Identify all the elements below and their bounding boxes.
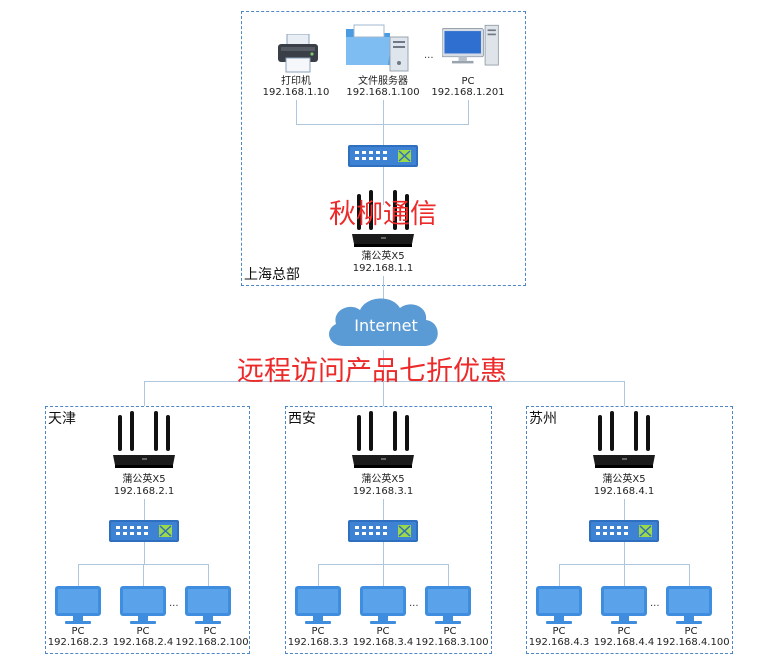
hq-router-name: 蒲公英X5 (361, 251, 405, 262)
device-ip-file-server: 192.168.1.100 (346, 87, 420, 98)
pc-ip: 192.168.3.100 (415, 637, 489, 648)
pc-ellipsis: ... (169, 598, 179, 609)
branch-router-name: 蒲公英X5 (361, 474, 405, 485)
file-server-icon (344, 18, 414, 74)
branch-label-suzhou: 苏州 (529, 411, 557, 427)
internet-cloud-icon (329, 298, 438, 346)
pc-ip: 192.168.4.3 (528, 637, 590, 648)
pc-ip: 192.168.3.4 (352, 637, 414, 648)
monitor-icon (601, 586, 647, 626)
hq-router-ip: 192.168.1.1 (352, 263, 414, 274)
monitor-icon (666, 586, 712, 626)
router-to-switch-line (624, 499, 625, 520)
pc-ellipsis: ... (650, 598, 660, 609)
pc-ip: 192.168.2.100 (175, 637, 249, 648)
switch-icon (348, 145, 418, 167)
router-to-switch-line (144, 499, 145, 520)
pc-name: PC (136, 626, 150, 637)
hq-switch-to-router (383, 167, 384, 205)
hq-device-line-2 (383, 100, 384, 124)
pc-drop-line (448, 564, 449, 586)
pc-name: PC (376, 626, 390, 637)
trunk-drop-xian (383, 381, 384, 406)
monitor-icon (185, 586, 231, 626)
pc-name: PC (311, 626, 325, 637)
pc-drop-line (383, 564, 384, 586)
monitor-icon (120, 586, 166, 626)
trunk-drop-tianjin (144, 381, 145, 406)
device-ip-pc: 192.168.1.201 (431, 87, 505, 98)
branch-box-xian (285, 406, 492, 654)
router-icon (591, 411, 657, 471)
device-ip-printer: 192.168.1.10 (262, 87, 330, 98)
switch-icon (589, 520, 659, 542)
hq-device-line-3 (468, 100, 469, 124)
hq-to-internet-line (383, 276, 384, 300)
branch-router-name: 蒲公英X5 (602, 474, 646, 485)
pc-drop-line (689, 564, 690, 586)
pc-drop-line (78, 564, 79, 586)
monitor-icon (295, 586, 341, 626)
branch-box-tianjin (45, 406, 250, 654)
branch-router-name: 蒲公英X5 (122, 474, 166, 485)
switch-down-line (383, 542, 384, 564)
pc-ip: 192.168.4.100 (656, 637, 730, 648)
pc-drop-line (208, 564, 209, 586)
watermark-middle: 远程访问产品七折优惠 (237, 356, 507, 387)
branch-router-ip: 192.168.3.1 (352, 486, 414, 497)
monitor-icon (55, 586, 101, 626)
pc-ip: 192.168.4.4 (593, 637, 655, 648)
pc-drop-line (143, 564, 144, 586)
device-name-printer: 打印机 (281, 76, 311, 87)
switch-icon (109, 520, 179, 542)
printer-icon (276, 34, 320, 74)
hq-bus-to-switch (383, 124, 384, 145)
pc-drop-line (318, 564, 319, 586)
pc-name: PC (443, 626, 457, 637)
pc-name: PC (552, 626, 566, 637)
hq-device-line-1 (296, 100, 297, 124)
pc-name: PC (71, 626, 85, 637)
branch-label-xian: 西安 (288, 411, 316, 427)
hq-device-ellipsis: ... (424, 50, 434, 61)
branch-label-tianjin: 天津 (48, 411, 76, 427)
watermark-top: 秋柳通信 (329, 199, 437, 230)
pc-ip: 192.168.2.4 (112, 637, 174, 648)
trunk-drop-suzhou (624, 381, 625, 406)
pc-drop-line (559, 564, 560, 586)
pc-name: PC (617, 626, 631, 637)
switch-icon (348, 520, 418, 542)
pc-ip: 192.168.2.3 (47, 637, 109, 648)
internet-label: Internet (354, 316, 418, 335)
router-icon (111, 411, 177, 471)
router-to-switch-line (383, 499, 384, 520)
pc-ip: 192.168.3.3 (287, 637, 349, 648)
device-name-pc: PC (461, 76, 475, 87)
monitor-icon (360, 586, 406, 626)
device-name-file-server: 文件服务器 (358, 76, 408, 87)
monitor-icon (536, 586, 582, 626)
hq-bus-line (296, 124, 469, 125)
router-icon (350, 411, 416, 471)
branch-router-ip: 192.168.4.1 (593, 486, 655, 497)
pc-name: PC (684, 626, 698, 637)
hq-label: 上海总部 (244, 267, 300, 283)
internet-down-line (383, 350, 384, 381)
desktop-pc-icon (442, 22, 500, 70)
switch-down-line (144, 542, 145, 564)
switch-down-line (624, 542, 625, 564)
pc-name: PC (203, 626, 217, 637)
branch-trunk-line (144, 381, 625, 382)
pc-ellipsis: ... (409, 598, 419, 609)
branch-box-suzhou (526, 406, 733, 654)
pc-drop-line (624, 564, 625, 586)
branch-router-ip: 192.168.2.1 (113, 486, 175, 497)
monitor-icon (425, 586, 471, 626)
